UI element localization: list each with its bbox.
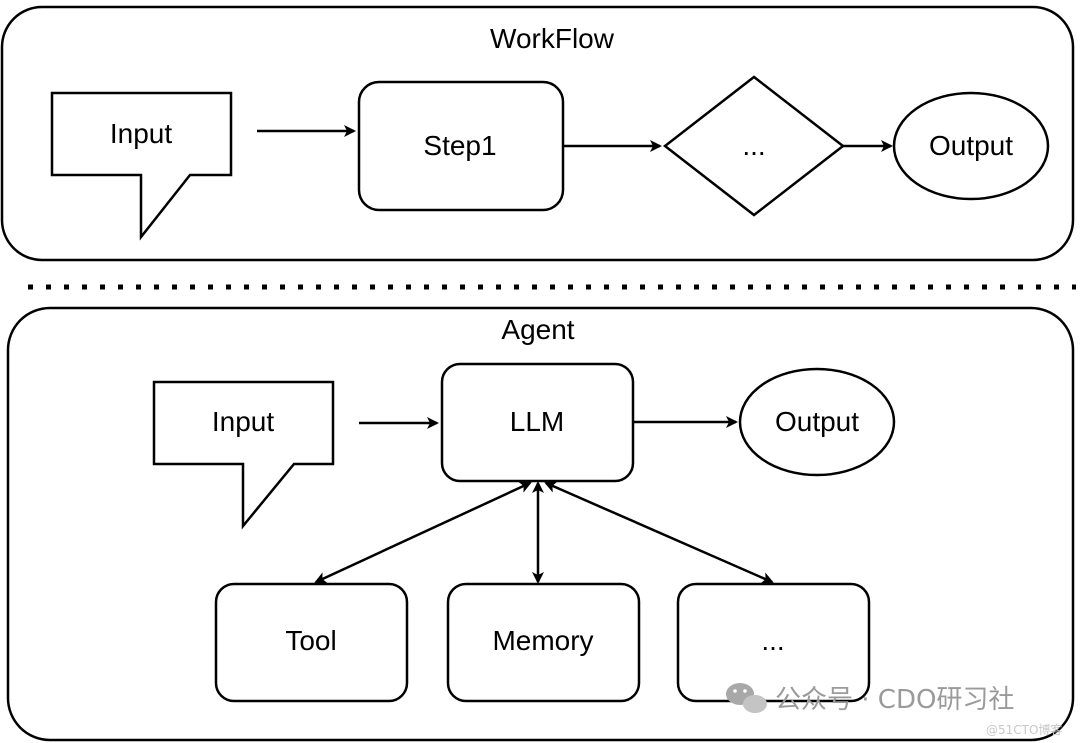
workflow-output-node	[892, 91, 1050, 201]
agent-llm-label: LLM	[510, 406, 564, 437]
agent-memory-node	[446, 582, 641, 703]
agent-input-label: Input	[212, 406, 274, 437]
watermark-text: 公众号 · CDO研习社	[775, 685, 1014, 715]
agent-more-label: ...	[761, 625, 784, 656]
wechat-icon	[726, 683, 767, 713]
agent-output-label: Output	[775, 406, 859, 437]
workflow-output-label: Output	[929, 130, 1013, 161]
agent-memory-label: Memory	[492, 625, 593, 656]
agent-tool-label: Tool	[285, 625, 336, 656]
workflow-title: WorkFlow	[490, 23, 615, 54]
watermark-subtext: @51CTO博客	[986, 722, 1062, 737]
workflow-decision-label: ...	[742, 130, 765, 161]
agent-panel: Agent Input LLM Output Tool Memory ...	[6, 306, 1075, 742]
agent-input-callout	[152, 380, 335, 530]
agent-output-node	[738, 367, 896, 477]
workflow-panel: WorkFlow Input Step1 ... Output	[0, 5, 1075, 262]
workflow-input-callout	[50, 91, 233, 241]
workflow-step1-label: Step1	[423, 130, 496, 161]
agent-tool-node	[214, 582, 409, 703]
workflow-input-label: Input	[110, 118, 172, 149]
agent-title: Agent	[501, 314, 574, 345]
agent-arrow-llm-tool	[314, 481, 532, 584]
agent-arrow-llm-more	[544, 481, 774, 584]
workflow-decision-node	[662, 75, 846, 217]
watermark: 公众号 · CDO研习社 @51CTO博客	[726, 683, 1062, 737]
agent-more-node	[676, 582, 871, 703]
